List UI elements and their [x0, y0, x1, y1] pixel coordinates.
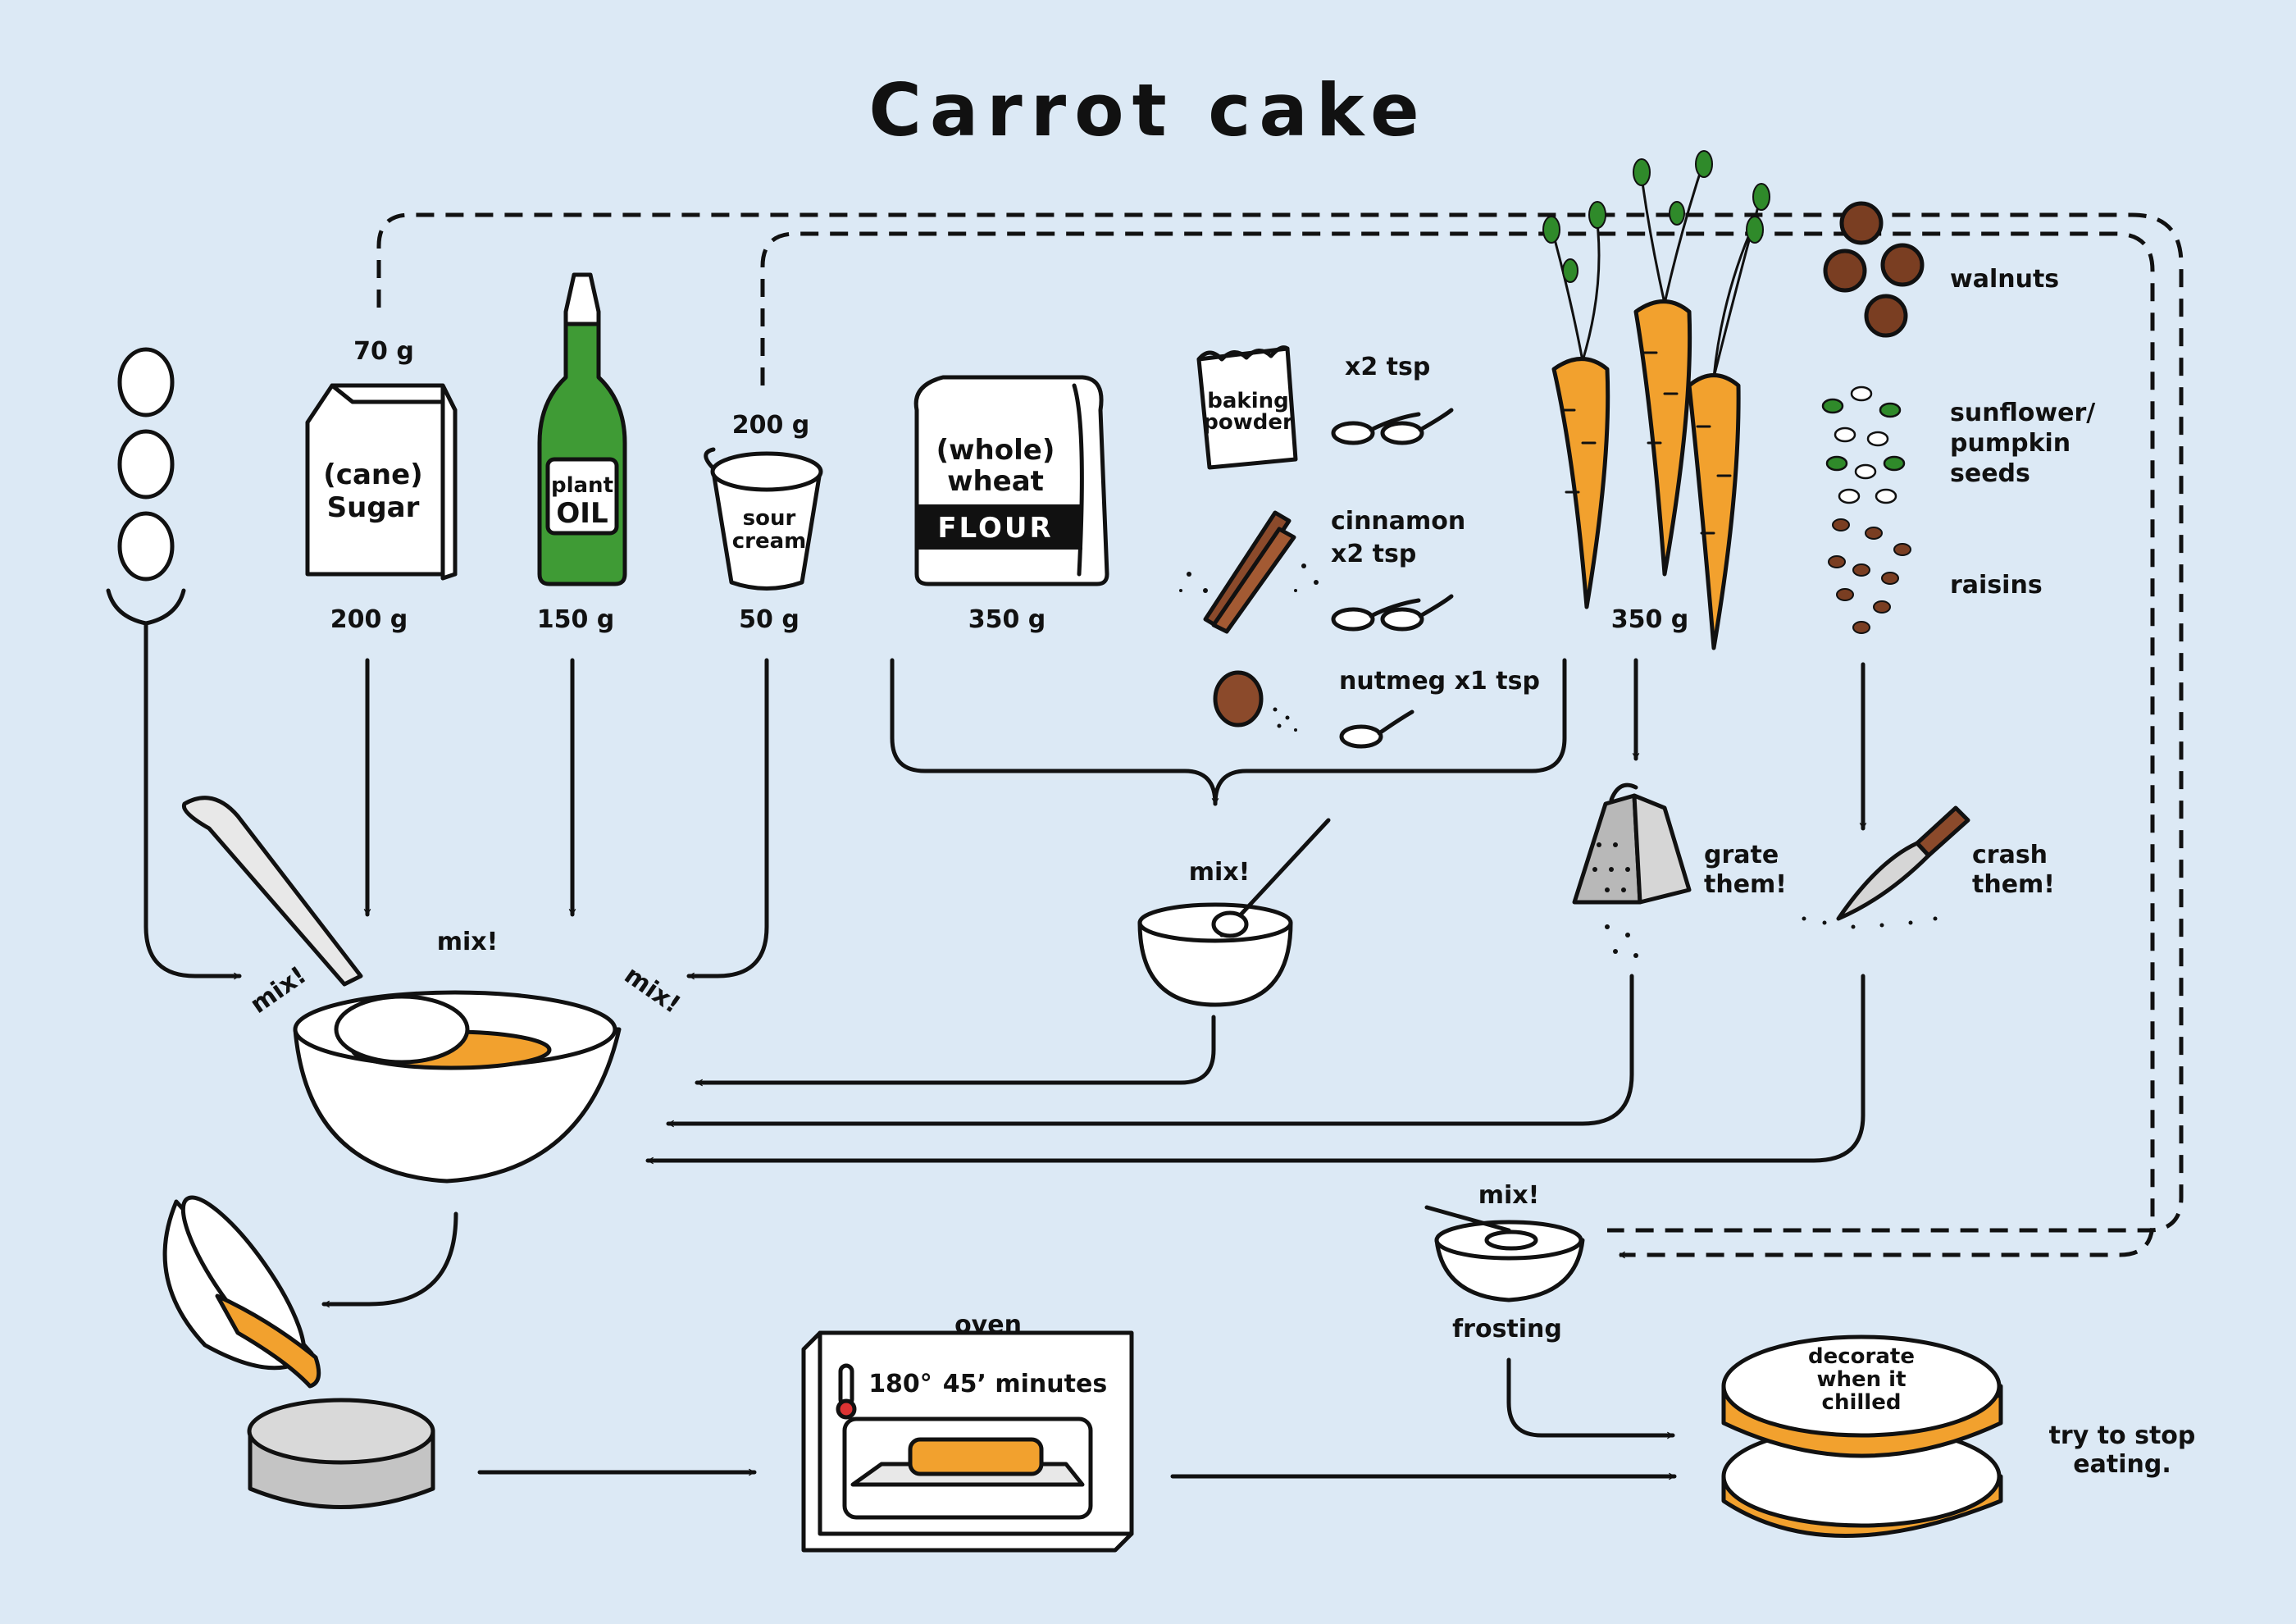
flour-band-label: FLOUR [937, 512, 1053, 545]
page-title: Carrot cake [868, 68, 1427, 153]
crash-label-line1: crash [1972, 841, 2048, 869]
frosting-path-sour-cream [760, 231, 2155, 1259]
seeds-label-line3: seeds [1950, 459, 2030, 488]
flour-amount: 350 g [968, 605, 1046, 634]
sugar-amount: 200 g [330, 605, 408, 634]
sour-cream-label-top: sour [743, 506, 796, 531]
final-note-line1: try to stop [2049, 1421, 2196, 1450]
frosting-label: frosting [1452, 1315, 1562, 1343]
baking-powder-dose: x2 tsp [1345, 353, 1430, 381]
eggs-illustration [106, 347, 242, 980]
knife-icon [1802, 805, 1970, 929]
walnuts-label: walnuts [1950, 265, 2059, 294]
teaspoon-icon [1339, 709, 1414, 749]
raisins-icon [1828, 518, 1911, 634]
grate-label-line2: them! [1704, 870, 1787, 899]
final-note-line2: eating. [2073, 1450, 2171, 1479]
oven-title: oven [954, 1311, 1022, 1339]
cinnamon-sticks-icon [1179, 510, 1319, 634]
decorate-label-line1: decorate [1808, 1344, 1915, 1369]
walnuts-icon [1823, 201, 1925, 338]
layer-cake-icon [1721, 1334, 2003, 1538]
decorate-label-line3: chilled [1822, 1390, 1902, 1415]
cinnamon-label: cinnamon [1331, 507, 1465, 536]
nutmeg-icon [1213, 670, 1297, 732]
crash-label-line2: them! [1972, 870, 2055, 899]
sugar-bag-icon [305, 383, 458, 581]
seeds-label-line1: sunflower/ [1950, 399, 2095, 427]
decorate-label-line2: when it [1816, 1367, 1906, 1392]
frosting-sugar-amount: 70 g [353, 337, 414, 366]
grater-icon [1572, 782, 1692, 958]
oil-bottle-icon [537, 272, 627, 586]
baking-powder-package-icon [1196, 345, 1298, 470]
frosting-bowl-icon [1424, 1205, 1585, 1302]
frosting-sour-cream-amount: 200 g [732, 411, 810, 440]
main-mix-label-top: mix! [437, 928, 499, 956]
raisins-label: raisins [1950, 571, 2043, 600]
carrots-icon [1542, 150, 1770, 650]
teaspoon-icon [1331, 408, 1454, 445]
flour-label-main: wheat [947, 465, 1044, 498]
oven-temperature: 180° [868, 1370, 932, 1398]
flour-band [918, 504, 1082, 550]
frosting-path-sugar [376, 212, 2184, 1233]
oil-label-main: OIL [556, 497, 608, 530]
cinnamon-dose: x2 tsp [1331, 540, 1416, 568]
seeds-label-line2: pumpkin [1950, 429, 2070, 458]
sugar-label-main: Sugar [327, 491, 420, 524]
sour-cream-amount: 50 g [739, 605, 800, 634]
pouring-bowl-icon [162, 1195, 321, 1389]
oven-time: 45’ minutes [943, 1370, 1107, 1398]
dry-mix-label: mix! [1189, 858, 1250, 887]
main-mixing-bowl-icon [181, 796, 622, 1184]
nutmeg-label: nutmeg x1 tsp [1339, 667, 1540, 696]
carrots-amount: 350 g [1611, 605, 1689, 634]
sour-cream-cup-icon [704, 447, 823, 591]
egg-icon [117, 511, 175, 582]
oven-icon [801, 1330, 1134, 1553]
sugar-label-top: (cane) [323, 458, 422, 491]
baking-powder-label-main: powder [1203, 410, 1293, 435]
oil-amount: 150 g [537, 605, 615, 634]
sour-cream-label-main: cream [732, 529, 807, 554]
grate-label-line1: grate [1704, 841, 1779, 869]
dry-mix-bowl-icon [1137, 818, 1331, 1007]
cake-pan-icon [247, 1398, 435, 1509]
flour-label-top: (whole) [936, 434, 1055, 467]
oil-label-top: plant [551, 473, 613, 498]
flour-bag-icon [913, 375, 1109, 586]
egg-icon [117, 347, 175, 417]
frosting-mix-label: mix! [1478, 1181, 1540, 1210]
teaspoon-icon [1331, 594, 1454, 632]
egg-icon [117, 429, 175, 500]
seeds-icon [1821, 385, 1906, 504]
baking-powder-label-top: baking [1207, 389, 1288, 413]
